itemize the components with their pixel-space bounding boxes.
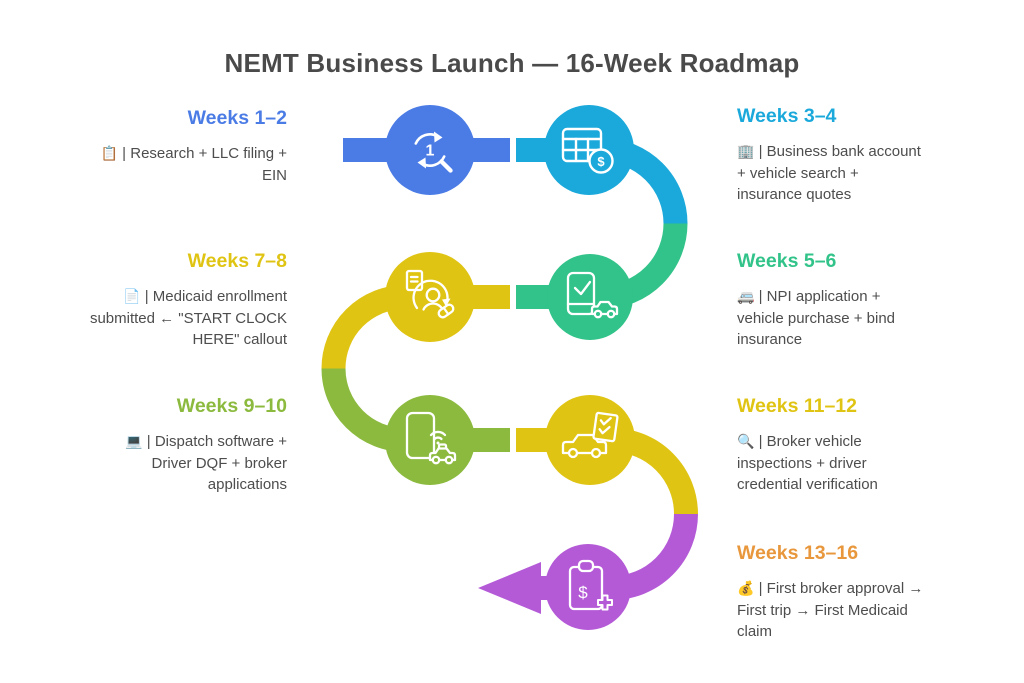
clipboard-emoji: 📋 (100, 145, 118, 161)
vehicle-inspection-icon (561, 411, 619, 459)
milestone-weeks-1-2: Weeks 1–2 📋 | Research + LLC filing + EI… (87, 107, 287, 186)
magnifier-emoji: 🔍 (737, 433, 755, 449)
milestone-label: Weeks 11–12 (737, 395, 857, 417)
medicaid-claim-icon: $ (568, 559, 613, 611)
milestone-description-text: | Research + LLC filing + EIN (122, 145, 287, 184)
node-weeks-1-2 (385, 105, 475, 195)
milestone-description-text: | Dispatch software + Driver DQF + broke… (146, 433, 287, 493)
claim-dollar-text: $ (578, 583, 588, 602)
milestone-description-text: | First broker approval → First trip → F… (737, 580, 924, 640)
milestone-weeks-11-12: Weeks 11–12 🔍 | Broker vehicle inspectio… (737, 395, 927, 496)
milestone-description: 💻 | Dispatch software + Driver DQF + bro… (87, 431, 287, 496)
dispatch-phone-icon (405, 411, 457, 465)
milestone-weeks-5-6: Weeks 5–6 🚐 | NPI application + vehicle … (737, 250, 927, 351)
milestone-label: Weeks 5–6 (737, 250, 837, 272)
milestone-description: 📋 | Research + LLC filing + EIN (87, 143, 287, 186)
milestone-label: Weeks 1–2 (187, 107, 287, 129)
milestone-description-text: | NPI application + vehicle purchase + b… (737, 288, 896, 348)
step-number-text: 1 (426, 143, 435, 160)
node-weeks-9-10 (385, 395, 475, 485)
milestone-description-text: | Medicaid enrollment submitted ← "START… (89, 288, 287, 348)
document-emoji: 📄 (123, 288, 141, 304)
node-weeks-11-12 (545, 395, 635, 485)
phone-check-car-icon (566, 271, 619, 319)
milestone-label: Weeks 9–10 (176, 395, 287, 417)
milestone-weeks-7-8: Weeks 7–8 📄 | Medicaid enrollment submit… (87, 250, 287, 351)
milestone-weeks-9-10: Weeks 9–10 💻 | Dispatch software + Drive… (87, 395, 287, 496)
milestone-description: 🚐 | NPI application + vehicle purchase +… (737, 286, 927, 351)
milestone-description: 🏢 | Business bank account + vehicle sear… (737, 141, 927, 206)
milestone-description: 📄 | Medicaid enrollment submitted ← "STA… (87, 286, 287, 351)
coin-dollar-text: $ (597, 154, 605, 169)
milestone-label: Weeks 3–4 (737, 105, 837, 127)
money-bag-emoji: 💰 (737, 580, 755, 596)
node-weeks-5-6 (547, 254, 633, 340)
milestone-description: 💰 | First broker approval → First trip →… (737, 578, 927, 643)
minibus-emoji: 🚐 (737, 288, 755, 304)
milestone-label: Weeks 13–16 (737, 542, 859, 564)
node-weeks-13-16 (545, 544, 631, 630)
milestone-description-text: | Business bank account + vehicle search… (737, 143, 921, 203)
milestone-description: 🔍 | Broker vehicle inspections + driver … (737, 431, 927, 496)
office-building-emoji: 🏢 (737, 143, 755, 159)
milestone-description-text: | Broker vehicle inspections + driver cr… (737, 433, 878, 493)
enrollment-person-icon (405, 269, 455, 319)
milestone-label: Weeks 7–8 (187, 250, 287, 272)
node-weeks-7-8 (385, 252, 475, 342)
milestone-weeks-3-4: Weeks 3–4 🏢 | Business bank account + ve… (737, 105, 927, 206)
research-loop-icon: 1 (414, 131, 453, 173)
page-title: NEMT Business Launch — 16-Week Roadmap (224, 48, 800, 78)
milestone-weeks-13-16: Weeks 13–16 💰 | First broker approval → … (737, 542, 927, 643)
finish-arrowhead (478, 562, 541, 614)
laptop-emoji: 💻 (125, 433, 143, 449)
bank-table-dollar-icon: $ (561, 127, 614, 174)
